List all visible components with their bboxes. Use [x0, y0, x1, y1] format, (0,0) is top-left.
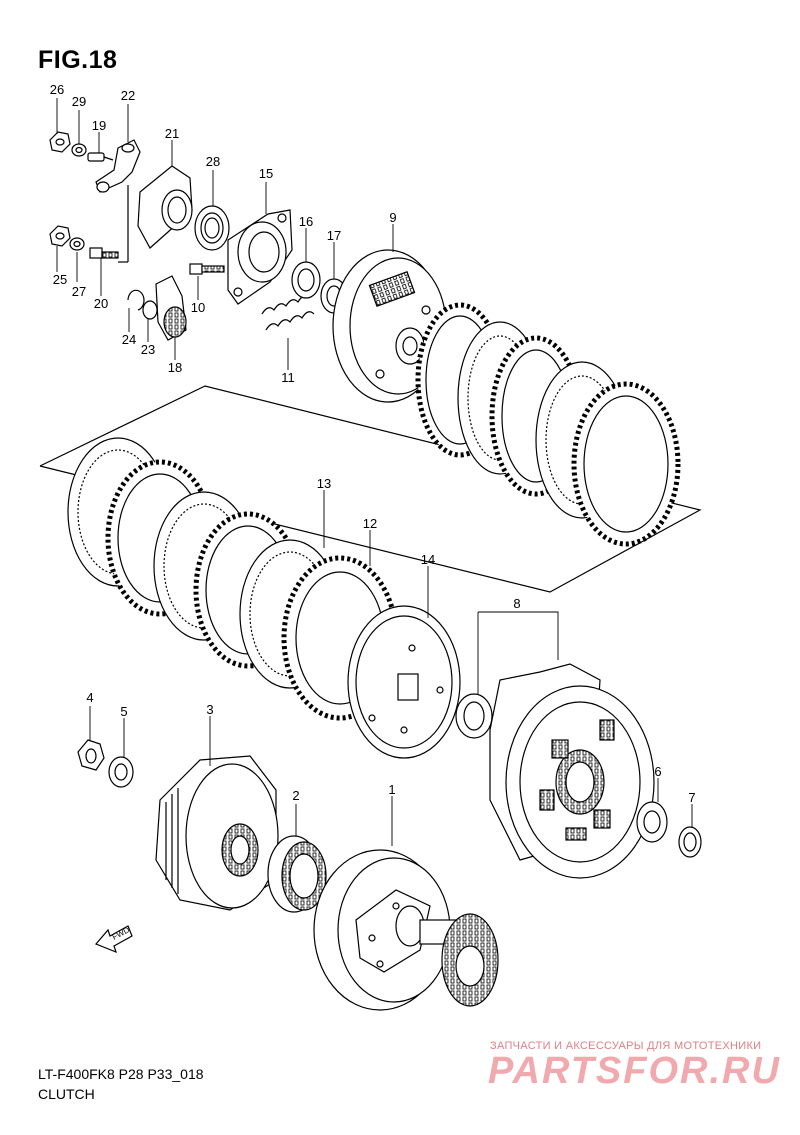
washer-27-shape: [69, 237, 85, 251]
ring-7-shape: [678, 826, 702, 858]
part-label-14[interactable]: 14: [421, 552, 435, 567]
figure-code: LT-F400FK8 P28 P33_018: [38, 1066, 204, 1082]
clutch-housing-8-shape: [455, 663, 655, 879]
clutch-hub-14-shape: [347, 605, 461, 759]
cover-21-shape: [137, 165, 193, 249]
one-way-clutch-2-shape: [267, 835, 327, 913]
top-plate-stack-shape: [415, 302, 681, 547]
part-label-27[interactable]: 27: [72, 284, 86, 299]
washer-29-shape: [71, 143, 87, 157]
plate-stack-box: [39, 385, 702, 593]
part-label-22[interactable]: 22: [121, 88, 135, 103]
nut-16-shape: [291, 261, 321, 299]
part-label-13[interactable]: 13: [317, 476, 331, 491]
centrifugal-clutch-3-shape: [155, 755, 279, 911]
clutch-drum-1-shape: [313, 849, 499, 1011]
section-name: CLUTCH: [38, 1086, 95, 1102]
release-plate-15-shape: [227, 209, 293, 305]
part-label-10[interactable]: 10: [191, 300, 205, 315]
release-lever-22-shape: [95, 139, 141, 262]
washer-5-shape: [108, 756, 134, 788]
part-label-8[interactable]: 8: [513, 596, 520, 611]
part-label-5[interactable]: 5: [120, 704, 127, 719]
part-label-21[interactable]: 21: [165, 126, 179, 141]
part-label-23[interactable]: 23: [141, 342, 155, 357]
part-label-15[interactable]: 15: [259, 166, 273, 181]
watermark-caption: ЗАПЧАСТИ И АКСЕССУАРЫ ДЛЯ МОТОТЕХНИКИ: [490, 1040, 762, 1052]
part-label-11[interactable]: 11: [281, 370, 295, 385]
bolt-19-shape: [87, 152, 114, 162]
nut-4-shape: [77, 739, 105, 771]
bolt-20-shape: [89, 247, 128, 263]
part-label-16[interactable]: 16: [299, 214, 313, 229]
part-label-20[interactable]: 20: [94, 296, 108, 311]
part-label-2[interactable]: 2: [292, 788, 299, 803]
part-label-26[interactable]: 26: [50, 82, 64, 97]
figure-title: FIG.18: [38, 46, 118, 74]
part-label-9[interactable]: 9: [389, 210, 396, 225]
springs-11-shape: [261, 295, 315, 331]
clip-24-shape: [127, 289, 145, 311]
leader-lines: [56, 98, 693, 846]
part-label-3[interactable]: 3: [206, 702, 213, 717]
watermark-logo: PARTSFOR.RU: [488, 1050, 781, 1092]
nut-25-shape: [49, 225, 71, 247]
part-label-12[interactable]: 12: [363, 516, 377, 531]
part-label-25[interactable]: 25: [53, 272, 67, 287]
part-label-7[interactable]: 7: [688, 790, 695, 805]
part-label-18[interactable]: 18: [168, 360, 182, 375]
washer-6-shape: [636, 801, 668, 843]
part-label-17[interactable]: 17: [327, 228, 341, 243]
part-label-4[interactable]: 4: [86, 690, 93, 705]
fwd-arrow-icon: [94, 925, 133, 954]
part-label-19[interactable]: 19: [92, 118, 106, 133]
arm-18-shape: [155, 275, 187, 341]
bearing-28-shape: [194, 205, 230, 251]
part-label-1[interactable]: 1: [388, 782, 395, 797]
part-label-28[interactable]: 28: [206, 154, 220, 169]
nut-26-shape: [49, 131, 71, 153]
washer-23-shape: [142, 300, 158, 320]
part-label-24[interactable]: 24: [122, 332, 136, 347]
pressure-plate-9-shape: [332, 249, 447, 403]
middle-plate-stack-shape: [67, 437, 399, 721]
part-label-6[interactable]: 6: [654, 764, 661, 779]
bolt-10-shape: [189, 263, 225, 275]
part-label-29[interactable]: 29: [72, 94, 86, 109]
